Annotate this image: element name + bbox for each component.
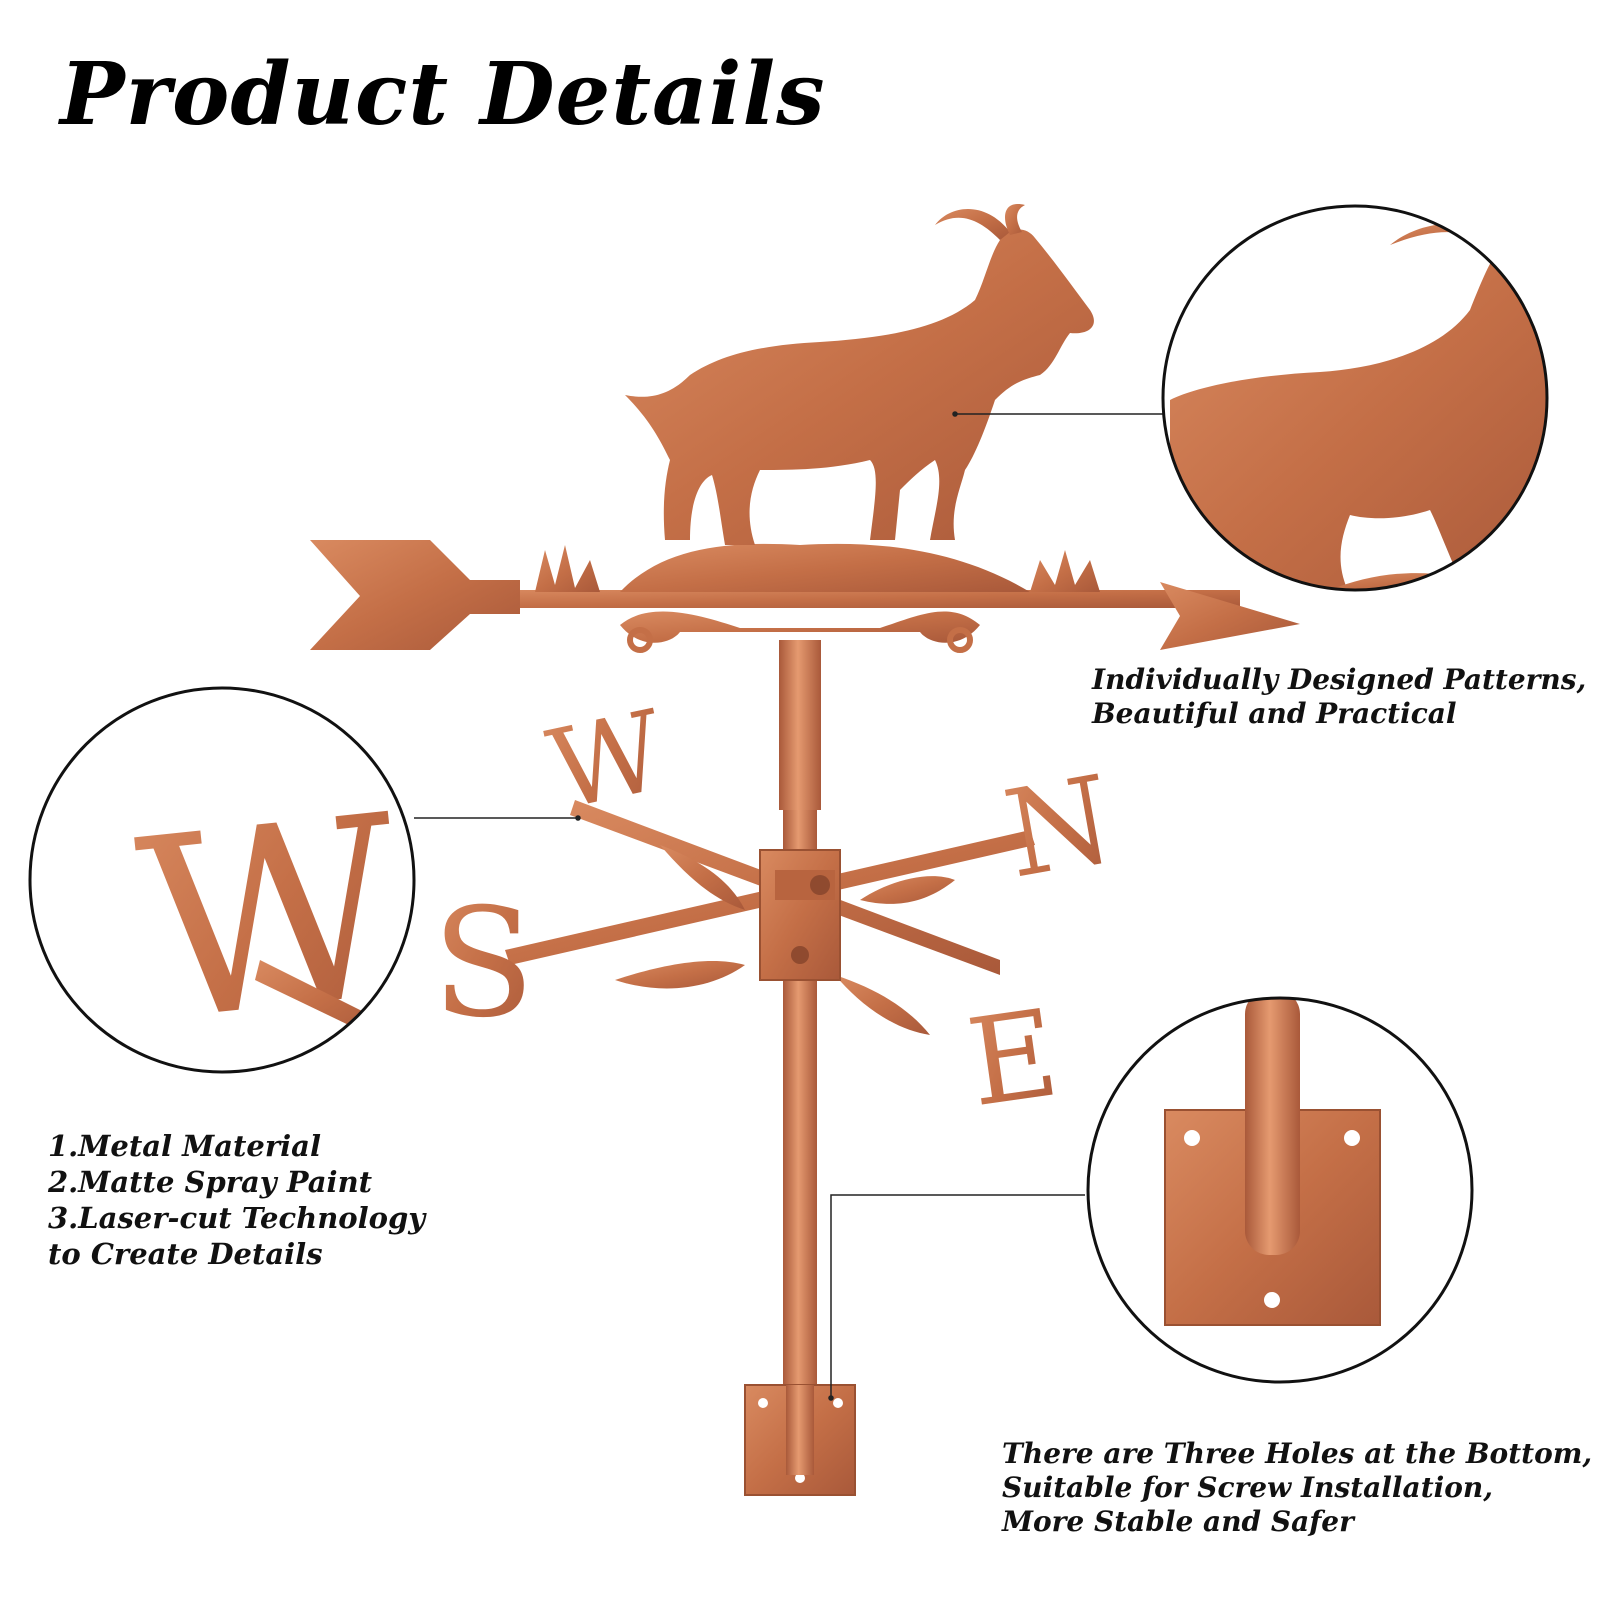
zoom-letter-w: W bbox=[128, 761, 414, 1077]
compass-letter-s: S bbox=[432, 877, 535, 1051]
caption-line: 3.Laser-cut Technology bbox=[48, 1201, 426, 1235]
weathervane: W N S E bbox=[310, 204, 1300, 1496]
caption-line: to Create Details bbox=[48, 1237, 323, 1271]
caption-line: Beautiful and Practical bbox=[1092, 697, 1457, 730]
caption-line: 1.Metal Material bbox=[48, 1129, 321, 1163]
caption-line: Individually Designed Patterns, bbox=[1092, 663, 1587, 696]
compass-arms bbox=[505, 800, 1035, 1035]
w-zoom-circle: W bbox=[28, 686, 416, 1077]
base-plate bbox=[744, 1384, 856, 1496]
compass-letter-e: E bbox=[960, 984, 1066, 1134]
caption-line: There are Three Holes at the Bottom, bbox=[1002, 1437, 1593, 1470]
caption-line: More Stable and Safer bbox=[1002, 1505, 1354, 1538]
base-zoom-circle bbox=[1086, 996, 1474, 1384]
goat-zoom-circle bbox=[1161, 204, 1549, 592]
caption-installation: There are Three Holes at the Bottom, Sui… bbox=[1002, 1437, 1592, 1539]
caption-patterns: Individually Designed Patterns, Beautifu… bbox=[1092, 663, 1586, 731]
caption-line: Suitable for Screw Installation, bbox=[1002, 1471, 1494, 1504]
compass-letter-w: W bbox=[538, 686, 675, 835]
leader-line-base bbox=[830, 1194, 1085, 1398]
arrow bbox=[310, 540, 1300, 653]
leader-lines bbox=[414, 411, 1163, 1401]
goat-silhouette bbox=[625, 204, 1094, 545]
caption-line: 2.Matte Spray Paint bbox=[48, 1165, 373, 1199]
compass-letter-n: N bbox=[995, 750, 1123, 905]
caption-features: 1.Metal Material 2.Matte Spray Paint 3.L… bbox=[48, 1128, 425, 1272]
page-title: Product Details bbox=[60, 44, 826, 145]
